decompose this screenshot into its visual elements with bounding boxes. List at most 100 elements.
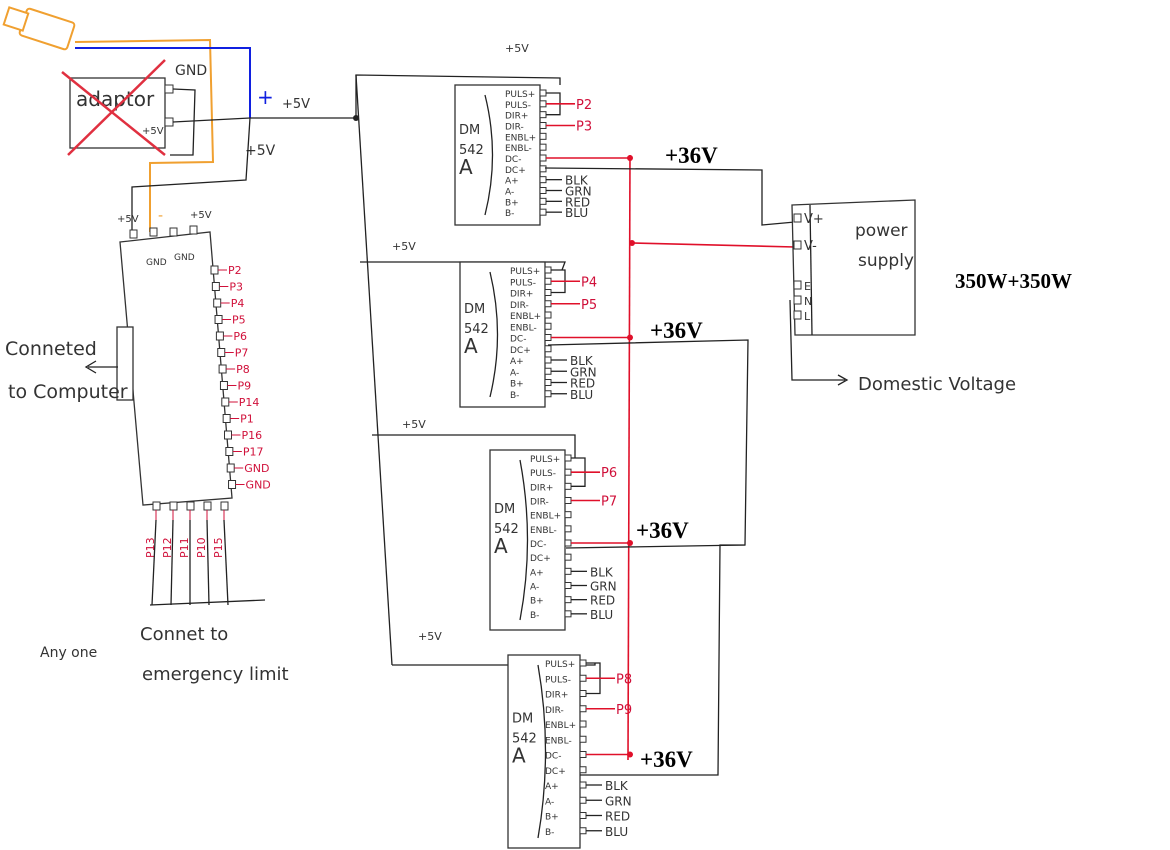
driver-model-label: DM — [464, 302, 485, 317]
pin-label: PULS+ — [505, 90, 535, 100]
limit-arrow — [206, 519, 210, 606]
stepper-driver: DM542APULS+PULS-DIR+DIR-ENBL+ENBL-DC-DC+… — [392, 418, 689, 666]
pin-terminal — [564, 525, 572, 533]
adaptor-crossed-out: adaptor — [61, 59, 174, 156]
pin-label: P1 — [240, 413, 254, 426]
stepper-driver: DM542APULS+PULS-DIR+DIR-ENBL+ENBL-DC-DC+… — [372, 240, 703, 458]
pin-label: P13 — [144, 537, 157, 558]
pin-terminal — [544, 322, 552, 330]
ps-terminal — [793, 310, 802, 320]
pin-label: B+ — [505, 198, 519, 208]
driver-model-label: 542 — [459, 143, 484, 158]
pin-label: ENBL- — [505, 144, 532, 154]
pin-label: GND — [246, 479, 271, 492]
pin-label: DIR- — [505, 123, 524, 133]
motor-wire-label: BLK — [570, 354, 594, 368]
motor-wire-label: BLU — [590, 608, 613, 622]
plus5v-label: +5V — [418, 630, 442, 643]
pin-terminal — [579, 827, 587, 835]
stepper-driver: DM542APULS+PULS-DIR+DIR-ENBL+ENBL-DC-DC+… — [418, 630, 693, 849]
motor-wire-label: GRN — [565, 185, 592, 199]
pin-label: PULS- — [530, 469, 556, 479]
ps-terminal — [793, 213, 802, 223]
motor-wire-label: BLK — [605, 779, 629, 793]
pin-terminal — [214, 315, 223, 324]
signal-label: P8 — [616, 672, 632, 687]
pin-label: P11 — [178, 537, 191, 558]
plus36v-label: +36V — [636, 518, 689, 543]
driver-model-label: 542 — [494, 522, 519, 537]
motor-wire-label: BLU — [565, 206, 588, 220]
pin-terminal — [564, 610, 572, 618]
motor-wire-label: GRN — [605, 794, 632, 808]
pin-terminal — [226, 463, 235, 473]
pin-terminal — [564, 582, 572, 589]
pin-terminal — [544, 266, 552, 274]
driver-divider — [484, 94, 494, 216]
pin-terminal — [539, 89, 547, 97]
pin-terminal — [564, 553, 572, 561]
pin-terminal — [564, 511, 572, 519]
pin-terminal — [539, 154, 547, 162]
pin-label: DIR+ — [510, 290, 533, 300]
pin-label: A+ — [545, 782, 559, 792]
pin-terminal — [203, 501, 212, 511]
signal-label: P3 — [576, 120, 592, 135]
motor-wire-label: GRN — [570, 365, 597, 379]
driver-model-label: 542 — [464, 322, 489, 337]
pin-label: PULS+ — [510, 267, 540, 277]
pin-label: B+ — [545, 813, 559, 823]
adaptor-plus-label: +5V — [142, 126, 164, 137]
plus5v-label: +5V — [402, 418, 426, 431]
pin-label: B- — [510, 391, 519, 401]
junction-dot — [627, 540, 633, 546]
driver-model-label: 542 — [512, 732, 537, 747]
pin-label: A- — [505, 188, 514, 198]
pin-terminal — [579, 781, 587, 789]
pin-label: PULS- — [505, 101, 531, 111]
pin-terminal — [220, 501, 229, 511]
pin-terminal — [564, 567, 572, 575]
pin-terminal — [564, 482, 572, 490]
pin-terminal — [225, 447, 234, 456]
pin-terminal — [579, 720, 587, 728]
any-one-note: Any one — [40, 645, 97, 661]
pin-label: DC- — [530, 540, 546, 550]
pin-terminal — [564, 468, 572, 476]
pin-label: ENBL+ — [505, 133, 536, 143]
motor-wire-label: RED — [570, 377, 595, 391]
pin-terminal — [210, 265, 219, 275]
pin-terminal — [544, 367, 552, 375]
pin-terminal — [152, 501, 161, 511]
limit-note: Connet to — [140, 624, 228, 645]
pin-terminal — [579, 812, 587, 819]
pin-label: PULS- — [510, 278, 536, 288]
motor-wire-label: BLU — [570, 388, 593, 402]
board-gnd-label: GND — [174, 253, 195, 263]
board-5v-label: +5V — [117, 214, 139, 225]
limit-arrow — [151, 519, 157, 606]
driver-body — [507, 654, 581, 849]
signal-label: P7 — [601, 495, 617, 510]
pin-label: P15 — [212, 537, 225, 558]
motor-wire-label: BLK — [565, 174, 589, 188]
pin-label: DC- — [545, 752, 561, 762]
drivers: DM542APULS+PULS-DIR+DIR-ENBL+ENBL-DC-DC+… — [360, 42, 718, 849]
pin-label: ENBL+ — [530, 512, 561, 522]
board-5v-label: +5V — [190, 210, 212, 221]
pin-label: P17 — [243, 446, 264, 459]
pin-label: B+ — [510, 380, 524, 390]
pin-label: P14 — [239, 396, 260, 409]
pin-terminal — [215, 331, 224, 341]
pin-label: ENBL- — [510, 323, 537, 333]
signal-label: P6 — [601, 466, 617, 481]
pin-label: ENBL+ — [510, 312, 541, 322]
pin-label: DC+ — [545, 767, 566, 777]
pin-label: GND — [244, 462, 269, 475]
pin-label: DIR+ — [505, 112, 528, 122]
pin-label: A+ — [505, 177, 519, 187]
driver-body — [459, 261, 546, 408]
pin-terminal — [217, 348, 226, 357]
pin-terminal — [579, 659, 587, 667]
